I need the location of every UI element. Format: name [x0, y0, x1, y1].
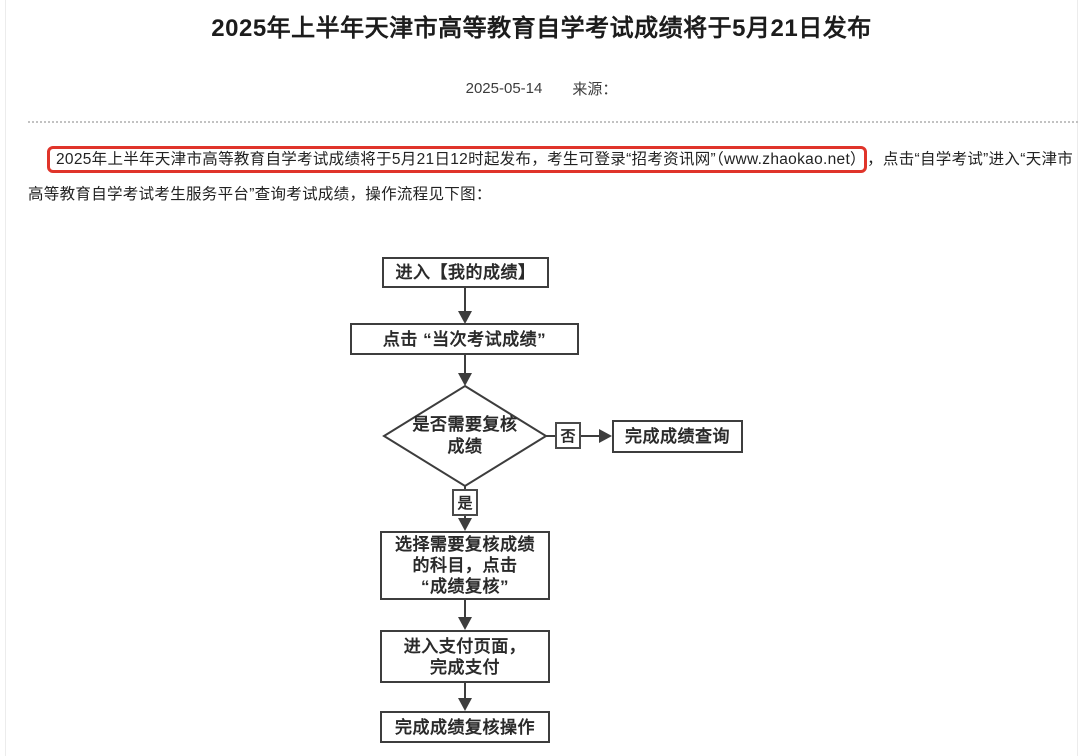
flow-step-click-current-scores: 点击 “当次考试成绩”: [350, 323, 579, 355]
highlighted-sentence: 2025年上半年天津市高等教育自学考试成绩将于5月21日12时起发布，考生可登录…: [47, 146, 868, 173]
flow-step-payment: 进入支付页面， 完成支付: [380, 630, 550, 683]
publish-date: 2025-05-14: [465, 80, 543, 97]
flow-step-enter-scores: 进入【我的成绩】: [382, 257, 549, 288]
article-meta: 2025-05-14 来源：: [0, 78, 1083, 99]
flow-step-complete-query: 完成成绩查询: [612, 420, 743, 453]
paragraph-rest: ，点击“自学考试”进入“天津市高等教育自学考试考生服务平台”查询考试成绩，操作流…: [28, 151, 1074, 203]
flow-label-no: 否: [555, 422, 581, 449]
arrow-select-payment: [458, 600, 472, 630]
article-title: 2025年上半年天津市高等教育自学考试成绩将于5月21日发布: [211, 15, 872, 42]
flow-label-yes: 是: [452, 489, 478, 516]
arrow-step1-step2: [458, 288, 472, 324]
flow-step-complete-review: 完成成绩复核操作: [380, 711, 550, 743]
article-paragraph: 2025年上半年天津市高等教育自学考试成绩将于5月21日12时起发布，考生可登录…: [28, 142, 1078, 212]
right-page-edge: [1077, 0, 1078, 756]
source-label: 来源：: [572, 81, 618, 98]
arrow-step2-decision: [458, 355, 472, 386]
flow-decision-need-review: 是否需要复核 成绩: [412, 415, 518, 456]
content-divider: [28, 121, 1078, 123]
left-page-edge: [5, 0, 6, 756]
arrow-payment-complete: [458, 683, 472, 711]
flow-step-select-subjects: 选择需要复核成绩 的科目，点击 “成绩复核”: [380, 531, 550, 600]
